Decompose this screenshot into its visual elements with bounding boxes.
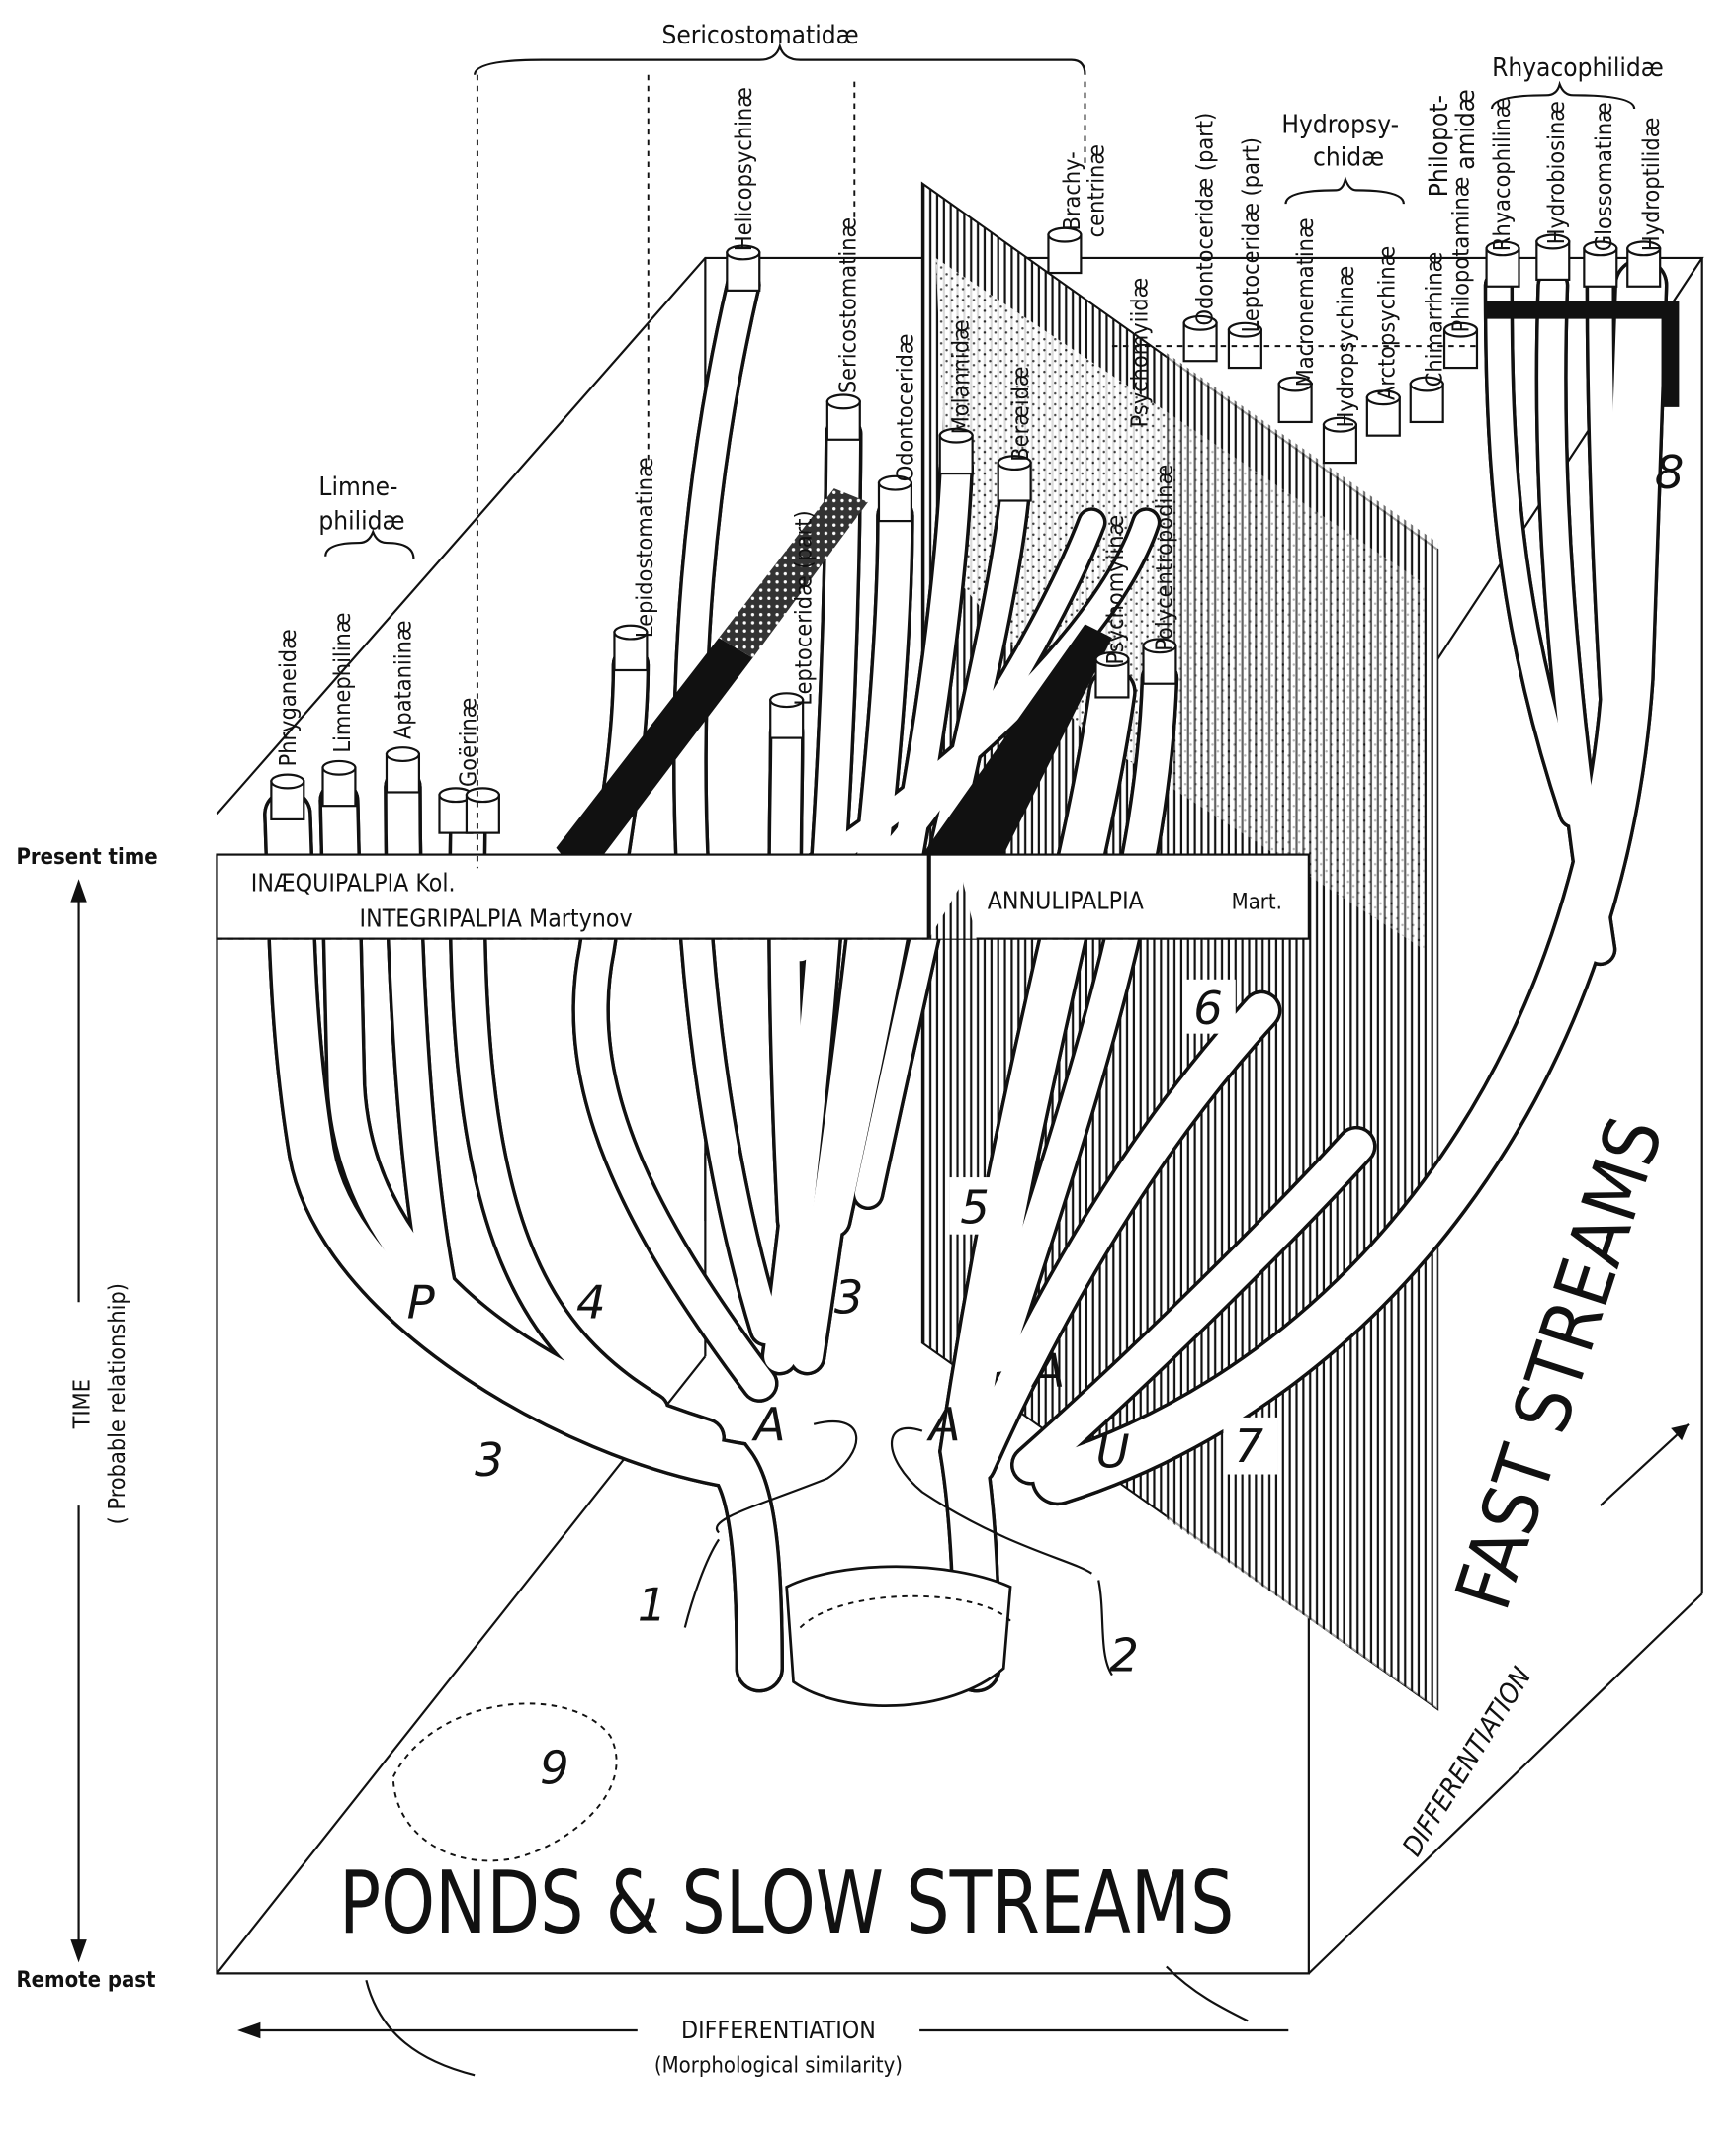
marker-a-upper: A [1030, 1343, 1065, 1397]
label-annulipalpia-author: Mart. [1232, 890, 1282, 914]
taxon-labels: Phryganeidæ Limnephilinæ ApataniinæGoërinæ… [275, 87, 1665, 787]
taxon-label: Rhyacophilinæ [1489, 98, 1516, 251]
taxon-label: Philopotaminæ [1448, 177, 1475, 333]
taxon-label: Limnephilinæ [329, 613, 356, 753]
taxon-label: Macronematinæ [1292, 217, 1319, 387]
tip-cylinder [1277, 376, 1313, 424]
group-rhyacophilidae: Rhyacophilidæ [1492, 53, 1664, 83]
tip-cylinder [1094, 651, 1130, 699]
label-annulipalpia: ANNULIPALPIA [988, 886, 1145, 914]
taxon-label: Hydroptilidæ [1638, 118, 1665, 251]
tip-cylinder [1583, 240, 1618, 288]
taxon-label: Sericostomatinæ [835, 217, 862, 393]
taxon-label: Goërinæ [456, 698, 482, 787]
group-sericostomatidae: Sericostomatidæ [661, 21, 858, 50]
time-axis: Present time Remote past TIME ( Probable… [16, 845, 157, 1993]
taxon-tip-cylinders [270, 226, 1662, 834]
tip-cylinder [321, 759, 357, 808]
marker-9: 9 [540, 1741, 569, 1794]
suborder-band: INÆQUIPALPIA Kol. INTEGRIPALPIA Martynov… [216, 853, 1310, 940]
inaequipalpia-bar [556, 638, 753, 883]
label-morphological-similarity: (Morphological similarity) [654, 2054, 903, 2079]
taxon-label: Chimarrhinæ [1421, 252, 1447, 387]
tip-cylinder [465, 787, 500, 834]
tip-cylinder [726, 244, 761, 292]
taxon-label: Leptoceridæ (part) [1238, 137, 1264, 332]
inaequipalpia-bar-shade [719, 488, 868, 658]
label-inaequipalpia: INÆQUIPALPIA Kol. [251, 869, 456, 898]
label-time: TIME [69, 1379, 96, 1429]
marker-1: 1 [638, 1579, 667, 1632]
tip-cylinder [1047, 226, 1083, 275]
marker-u: U [1095, 1425, 1129, 1479]
taxon-label: Molannidæ [948, 319, 975, 434]
taxon-label: Glossomatinæ [1591, 102, 1617, 251]
taxon-label: Brachy- [1059, 151, 1085, 230]
tip-cylinder [1535, 233, 1571, 281]
label-differentiation: DIFFERENTIATION [681, 2016, 876, 2044]
tip-cylinder [877, 474, 912, 523]
taxon-label: Lepidostomatinæ [632, 457, 658, 638]
habitat-ponds-slow-streams: PONDS & SLOW STREAMS [339, 1852, 1234, 1953]
taxon-label: Psychomyiidæ [1127, 278, 1154, 428]
taxon-label: Odontoceridæ (part) [1191, 113, 1218, 326]
tip-cylinder [1182, 314, 1218, 363]
marker-a-right: A [926, 1398, 961, 1451]
region-markers: 1 2 3 3 4 5 6 7 8 9 P A A A U [407, 446, 1685, 1794]
marker-p: P [407, 1276, 436, 1330]
family-group-labels: Limne- philidæ Sericostomatidæ Hydropsy-… [318, 21, 1664, 869]
group-philopotamidae-2: amidæ [1451, 89, 1481, 170]
marker-5: 5 [960, 1181, 990, 1235]
taxon-label: Leptoceridæ (part) [790, 510, 817, 705]
marker-6: 6 [1193, 982, 1223, 1035]
tip-cylinder [1485, 240, 1520, 288]
tip-cylinder [769, 692, 805, 739]
marker-8: 8 [1655, 446, 1685, 499]
tip-cylinder [1322, 416, 1357, 465]
group-limnephilidae-1: Limne- [318, 473, 397, 502]
taxon-label: Hydropsychinæ [1333, 266, 1359, 428]
taxon-label: centrinæ [1084, 144, 1110, 237]
group-hydropsychidae-2: chidæ [1313, 143, 1384, 173]
taxon-label: Apataniinæ [391, 621, 417, 739]
marker-3-left: 3 [475, 1433, 504, 1487]
label-integripalpia: INTEGRIPALPIA Martynov [360, 903, 633, 932]
taxon-label: Phryganeidæ [275, 629, 302, 766]
taxon-label: Psychomyiinæ [1102, 515, 1129, 665]
label-remote-past: Remote past [16, 1968, 155, 1993]
tip-cylinder [1365, 389, 1401, 437]
group-limnephilidae-2: philidæ [318, 506, 404, 536]
taxon-label: Hydrobiosinæ [1543, 101, 1570, 244]
marker-3-center: 3 [834, 1270, 864, 1324]
marker-a-left: A [751, 1398, 786, 1451]
label-present-time: Present time [16, 845, 157, 870]
group-hydropsychidae-1: Hydropsy- [1281, 111, 1399, 140]
tip-cylinder [1626, 240, 1662, 288]
tip-cylinder [825, 393, 861, 441]
tip-cylinder [1409, 376, 1444, 424]
taxon-label: Beræidæ [1007, 366, 1034, 461]
taxon-label: Helicopsychinæ [731, 87, 757, 251]
tip-cylinder [613, 624, 649, 672]
tip-cylinder [385, 746, 421, 794]
marker-2: 2 [1109, 1628, 1139, 1681]
tip-cylinder [938, 427, 974, 475]
taxon-label: Odontoceridæ [892, 334, 918, 482]
marker-4: 4 [576, 1276, 606, 1330]
group-philopotamidae-1: Philopot- [1425, 95, 1454, 197]
taxon-label: Polycentropodinæ [1151, 465, 1177, 651]
tip-cylinder [270, 773, 305, 820]
tip-cylinder [1142, 638, 1177, 685]
marker-7: 7 [1234, 1419, 1263, 1473]
tip-cylinder [1227, 321, 1262, 370]
label-probable-relationship: ( Probable relationship) [104, 1283, 130, 1524]
tip-cylinder [997, 455, 1032, 502]
rhyacophilidae-bar [1485, 301, 1680, 407]
taxon-label: Arctopsychinæ [1373, 246, 1400, 400]
area-9-outline [391, 1702, 618, 1862]
tip-cylinder [1442, 321, 1479, 370]
